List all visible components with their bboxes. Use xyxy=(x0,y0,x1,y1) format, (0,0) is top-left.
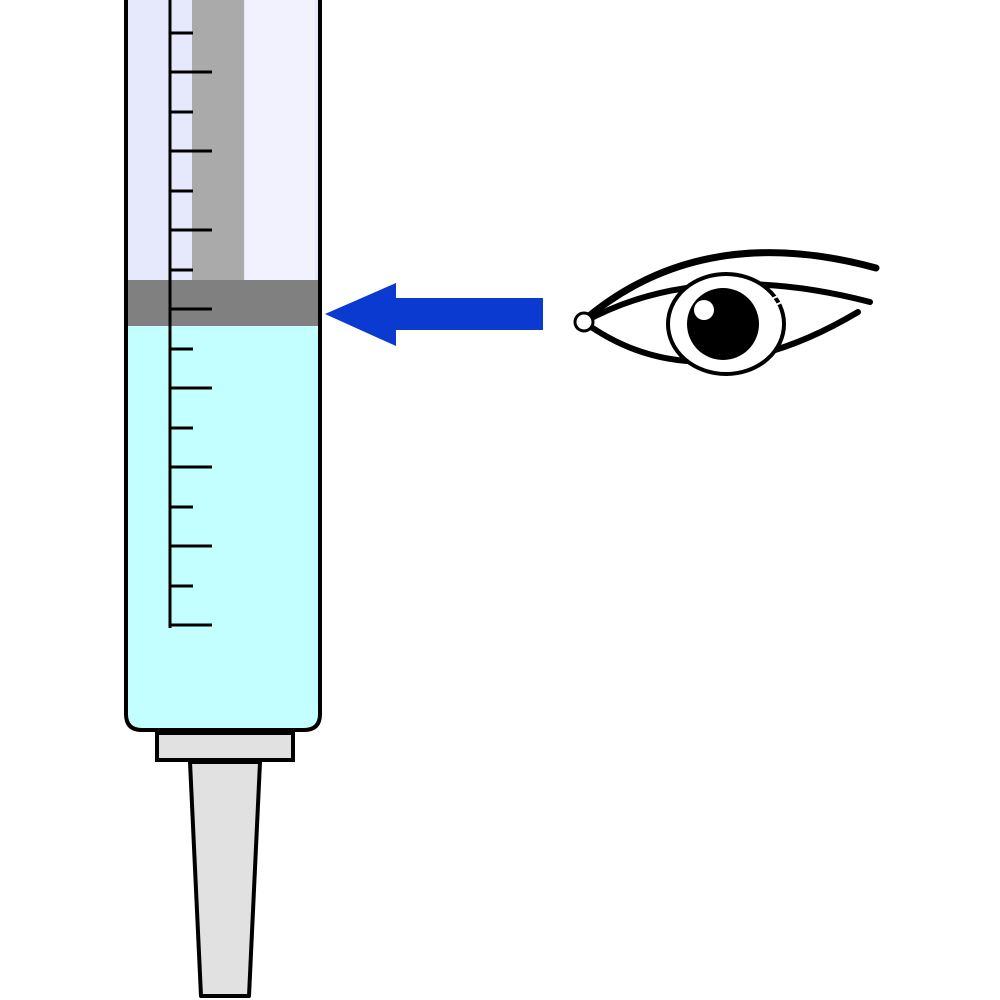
plunger-seal xyxy=(128,280,318,326)
syringe xyxy=(124,0,322,998)
syringe-tip xyxy=(188,760,262,998)
scale-ticks xyxy=(170,31,212,627)
barrel-outline xyxy=(124,0,322,732)
eye-brow xyxy=(578,249,880,326)
arrow-left-icon xyxy=(325,283,543,346)
plunger-rod xyxy=(192,0,244,280)
eye-reflection xyxy=(755,295,781,314)
eye-pupil xyxy=(687,288,759,360)
liquid xyxy=(128,326,318,728)
syringe-collar xyxy=(155,731,295,762)
eye-icon xyxy=(573,249,880,376)
eye-tear-duct xyxy=(573,311,595,333)
eye-highlight xyxy=(694,300,714,320)
barrel-highlight xyxy=(245,0,315,280)
